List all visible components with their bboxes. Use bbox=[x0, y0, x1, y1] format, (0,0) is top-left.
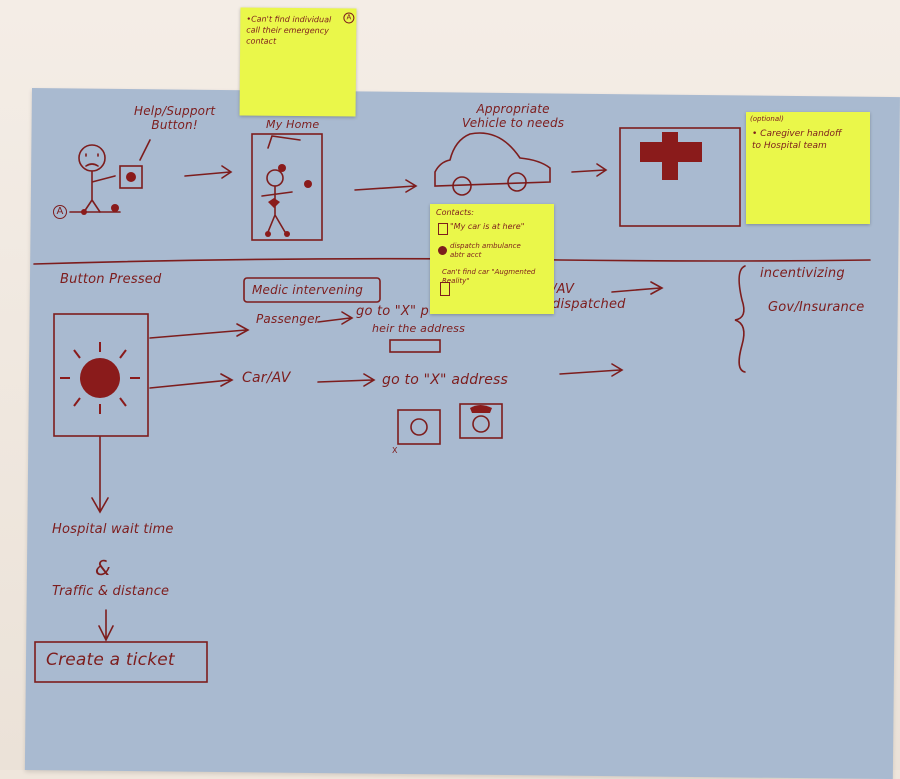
pressed-button-box bbox=[53, 313, 149, 437]
hospital-box bbox=[619, 127, 741, 227]
gov-insurance-label: Gov/Insurance bbox=[768, 300, 865, 315]
create-ticket-label: Create a ticket bbox=[46, 650, 175, 670]
arrow-to-home bbox=[184, 165, 233, 179]
passenger-label: Passenger bbox=[256, 312, 320, 326]
face-icon-box-2 bbox=[459, 403, 503, 439]
sticky-contacts-line2: dispatch ambulance abtr acct bbox=[450, 242, 521, 259]
help-button-label: Help/Support Button! bbox=[134, 104, 216, 132]
button-pressed-label: Button Pressed bbox=[60, 272, 162, 287]
address-bar-sketch bbox=[389, 339, 441, 353]
stick-figure-drawing bbox=[69, 144, 121, 213]
person-badge: A bbox=[53, 205, 67, 219]
arrow-to-hospital bbox=[571, 163, 608, 177]
av-dispatched-label: /AV dispatched bbox=[552, 282, 626, 312]
arrow-down-1 bbox=[91, 436, 109, 514]
sticky-note-right: (optional) • Caregiver handoff to Hospit… bbox=[746, 112, 870, 224]
arrow-to-vehicle bbox=[354, 179, 418, 193]
sticky-right-text: • Caregiver handoff to Hospital team bbox=[752, 129, 842, 151]
face-icon-box-1 bbox=[397, 409, 441, 445]
vehicle-drawing bbox=[434, 132, 551, 187]
sticky-note-contacts: Contacts: "My car is at here" dispatch a… bbox=[430, 204, 554, 314]
sticky-top-text: •Can't find individual call their emerge… bbox=[246, 14, 332, 46]
red-button-blob bbox=[80, 358, 120, 398]
medic-intervening-label: Medic intervening bbox=[252, 283, 364, 297]
arrow-down-2 bbox=[98, 609, 114, 642]
vehicle-label: Appropriate Vehicle to needs bbox=[462, 102, 565, 130]
ar-device-icon bbox=[440, 282, 450, 296]
x-mark: X bbox=[392, 446, 398, 455]
help-pointer-arrow bbox=[139, 139, 151, 161]
my-home-label: My Home bbox=[266, 118, 320, 131]
arrow-to-passenger bbox=[149, 323, 250, 339]
and-symbol: & bbox=[95, 556, 111, 580]
traffic-distance-label: Traffic & distance bbox=[52, 584, 170, 599]
create-ticket-box bbox=[34, 641, 208, 683]
sticky-contacts-line1: "My car is at here" bbox=[450, 222, 525, 231]
medic-intervening-box bbox=[243, 277, 381, 303]
red-cross-icon bbox=[640, 132, 702, 180]
sticky-right-header: (optional) bbox=[750, 115, 784, 123]
sticky-note-top: •Can't find individual call their emerge… bbox=[239, 7, 357, 117]
sticky-top-badge: A bbox=[343, 12, 355, 24]
incentive-brace bbox=[734, 265, 746, 373]
heir-address-label: heir the address bbox=[372, 322, 466, 335]
home-door bbox=[251, 133, 323, 241]
car-av-label: Car/AV bbox=[242, 370, 291, 386]
arrow-to-car bbox=[149, 373, 234, 389]
go-to-passenger-label: go to "X" p bbox=[356, 304, 429, 319]
go-to-address-label: go to "X" address bbox=[382, 372, 509, 388]
sticky-contacts-line3: Can't find car "Augmented Reality" bbox=[442, 268, 536, 285]
incentivizing-label: incentivizing bbox=[760, 266, 845, 281]
dispatch-icon bbox=[438, 246, 447, 255]
phone-icon bbox=[438, 223, 448, 235]
help-button-device bbox=[119, 165, 143, 189]
sticky-contacts-title: Contacts: bbox=[436, 208, 474, 217]
hospital-wait-label: Hospital wait time bbox=[52, 522, 174, 537]
